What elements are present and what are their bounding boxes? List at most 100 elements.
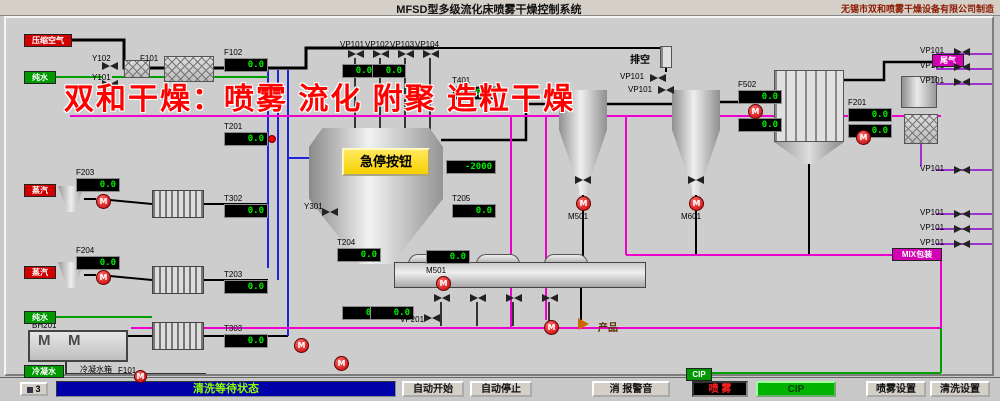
valve-icon[interactable]	[102, 62, 118, 71]
pump-indicator[interactable]: M	[96, 270, 111, 285]
text-label: F101	[140, 54, 159, 63]
product-arrow	[578, 318, 589, 330]
display-value: -2000	[446, 160, 496, 174]
pump-indicator[interactable]: M	[294, 338, 309, 353]
process-tag: 蒸汽	[24, 266, 56, 279]
valve-icon[interactable]	[424, 314, 440, 323]
valve-icon[interactable]	[434, 294, 450, 303]
pipe	[844, 60, 932, 82]
pump-indicator[interactable]: M	[334, 356, 349, 371]
valve-icon[interactable]	[954, 166, 970, 175]
display-F102: 0.0	[224, 58, 268, 72]
spray-settings-button[interactable]: 喷雾设置	[866, 381, 926, 397]
valve-icon[interactable]	[575, 176, 591, 185]
valve-icon[interactable]	[650, 74, 666, 83]
valve-icon[interactable]	[506, 294, 522, 303]
display-value: 0.0	[370, 306, 414, 320]
display-T201: 0.0	[224, 132, 268, 146]
display-F201: 0.0	[848, 108, 892, 122]
auto-stop-button[interactable]: 自动停止	[470, 381, 532, 397]
text-label: VP101	[920, 76, 945, 85]
inline-filter	[660, 46, 672, 68]
title-bar: MFSD型多级流化床喷雾干燥控制系统 无锡市双和喷雾干燥设备有限公司制造	[0, 0, 1000, 16]
text-label: 排空	[630, 55, 650, 66]
bag-filter	[774, 70, 844, 142]
text-label: VP101	[920, 223, 945, 232]
valve-icon[interactable]	[954, 210, 970, 219]
page-select-button[interactable]: 3	[20, 382, 48, 396]
emergency-stop-button[interactable]: 急停按钮	[342, 148, 430, 176]
text-label: M601	[681, 212, 702, 221]
text-label: VP101	[920, 208, 945, 217]
text-label: BH201	[32, 321, 57, 330]
valve-icon[interactable]	[322, 208, 338, 217]
text-label: M	[38, 332, 51, 349]
display-T204: 0.0	[337, 248, 381, 262]
display-label: F502	[738, 80, 757, 89]
exhaust-filter	[904, 114, 938, 144]
display-T401: 0.0	[452, 86, 496, 100]
valve-icon[interactable]	[954, 225, 970, 234]
pipe	[109, 275, 153, 281]
text-label: VP103	[390, 40, 415, 49]
process-tag: MIX包装	[892, 248, 942, 261]
display-label: T201	[224, 122, 243, 131]
process-tag: CIP	[686, 368, 712, 381]
pump-indicator[interactable]: M	[134, 370, 147, 383]
valve-icon[interactable]	[954, 48, 970, 57]
process-tag: 蒸汽	[24, 184, 56, 197]
condensate-tank	[28, 330, 128, 362]
pipe	[65, 362, 132, 374]
display-value: 0.0	[426, 250, 470, 264]
auto-start-button[interactable]: 自动开始	[402, 381, 464, 397]
pump-indicator[interactable]: M	[96, 194, 111, 209]
valve-icon[interactable]	[542, 294, 558, 303]
mute-alarm-button[interactable]: 消 报警音	[592, 381, 670, 397]
display-label: T203	[224, 270, 243, 279]
exhaust-unit	[901, 76, 937, 108]
page-icon	[27, 386, 34, 393]
display-F203: 0.0	[76, 178, 120, 192]
pump-indicator[interactable]: M	[856, 130, 871, 145]
valve-icon[interactable]	[373, 50, 389, 59]
valve-icon[interactable]	[954, 240, 970, 249]
cip-button[interactable]: CIP	[756, 381, 836, 397]
control-buttons: 自动开始自动停止 消 报警音 喷 雾 CIP 喷雾设置清洗设置	[0, 378, 1000, 401]
clean-settings-button[interactable]: 清洗设置	[930, 381, 990, 397]
pump-indicator[interactable]: M	[436, 276, 451, 291]
text-label: VP101	[920, 46, 945, 55]
display-label: F203	[76, 168, 95, 177]
pump-indicator[interactable]: M	[576, 196, 591, 211]
display-label: T303	[224, 324, 243, 333]
valve-icon[interactable]	[423, 50, 439, 59]
valve-icon[interactable]	[688, 176, 704, 185]
air-filter-small	[124, 60, 150, 78]
valve-icon[interactable]	[658, 86, 674, 95]
display-T205: 0.0	[452, 204, 496, 218]
pump-indicator[interactable]: M	[748, 104, 763, 119]
bottom-control-bar: 3 清洗等待状态 自动开始自动停止 消 报警音 喷 雾 CIP 喷雾设置清洗设置	[0, 377, 1000, 401]
valve-icon[interactable]	[348, 50, 364, 59]
valve-icon[interactable]	[102, 80, 118, 89]
text-label: Y102	[92, 54, 111, 63]
status-message-panel: 清洗等待状态	[56, 381, 396, 397]
fluid-bed-dryer	[394, 262, 646, 288]
spray-status-indicator: 喷 雾	[692, 381, 748, 397]
valve-icon[interactable]	[470, 294, 486, 303]
valve-icon[interactable]	[398, 50, 414, 59]
pump-indicator[interactable]: M	[689, 196, 704, 211]
process-tag: 压缩空气	[24, 34, 72, 47]
valve-icon[interactable]	[954, 78, 970, 87]
display-value: 0.0	[342, 64, 376, 78]
valve-icon[interactable]	[954, 63, 970, 72]
display-label: F204	[76, 246, 95, 255]
text-label: VP102	[365, 40, 390, 49]
text-label: VP101	[340, 40, 365, 49]
display-F204: 0.0	[76, 256, 120, 270]
display-label: T302	[224, 194, 243, 203]
alarm-dot	[268, 135, 276, 143]
text-label: 冷凝水箱	[80, 365, 112, 374]
pump-indicator[interactable]: M	[544, 320, 559, 335]
text-label: VP101	[920, 164, 945, 173]
